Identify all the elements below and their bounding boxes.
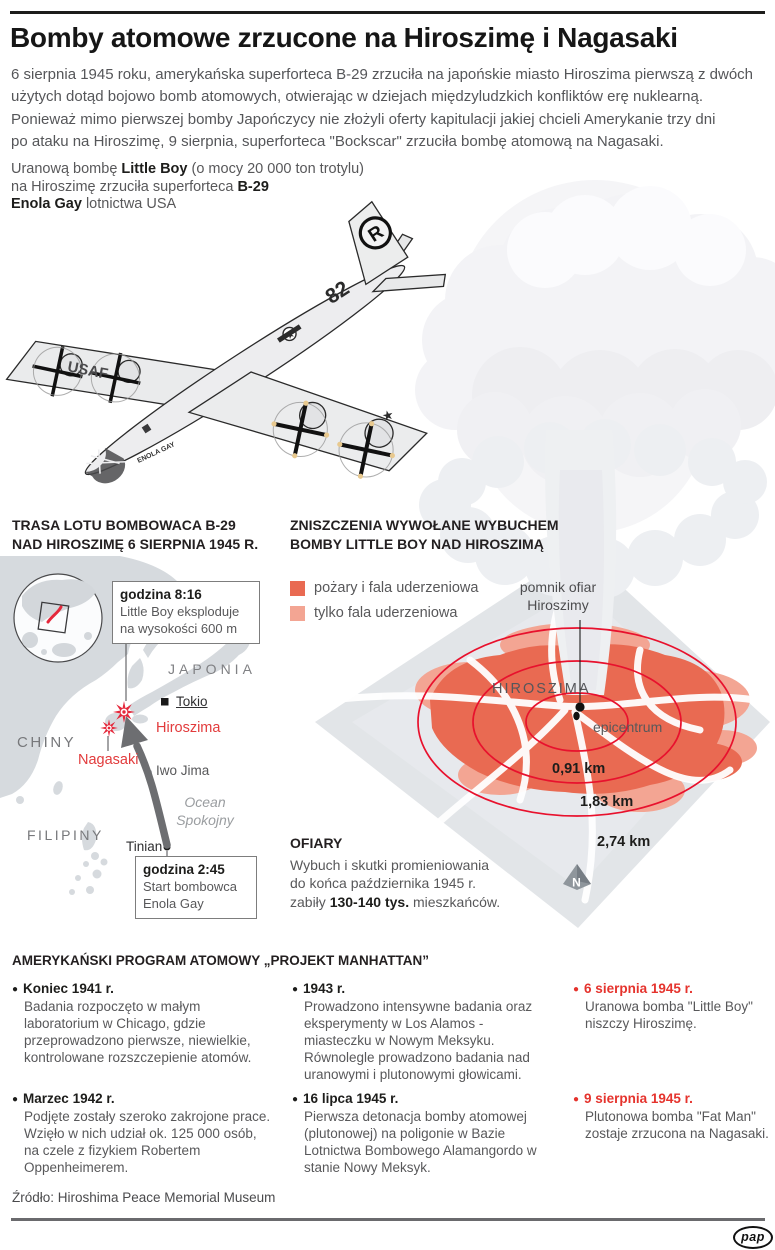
timeline-entry-1943: ●1943 r. Prowadzono intensywne badania o… bbox=[292, 981, 533, 1082]
label-japan: JAPONIA bbox=[168, 661, 256, 677]
nagasaki-burst-icon bbox=[100, 719, 118, 737]
legend-swatch-light bbox=[290, 605, 305, 621]
blast-radius-rings bbox=[417, 627, 737, 817]
bullet-icon: ● bbox=[292, 984, 299, 995]
bullet-icon: ● bbox=[12, 984, 19, 995]
timeline-entry-1942: ●Marzec 1942 r. Podjęte zostały szeroko … bbox=[12, 1091, 271, 1175]
label-epicenter: epicentrum bbox=[593, 719, 663, 735]
ring-label-3: 2,74 km bbox=[597, 834, 651, 850]
timeline-entry-hiroshima: ●6 sierpnia 1945 r. Uranowa bomba "Littl… bbox=[573, 981, 753, 1031]
mushroom-cloud-illustration bbox=[415, 180, 775, 695]
ring-label-2: 1,83 km bbox=[580, 794, 634, 810]
legend-item-fires: pożary i fala uderzeniowa bbox=[290, 580, 478, 596]
bomb-caption: Uranową bombę Little Boy (o mocy 20 000 … bbox=[11, 161, 364, 213]
tokyo-marker bbox=[161, 698, 169, 706]
callout-explosion: godzina 8:16 Little Boy eksploduje na wy… bbox=[112, 581, 260, 644]
timeline-entry-1941: ●Koniec 1941 r. Badania rozpoczęto w mał… bbox=[12, 981, 252, 1065]
blast-map-heading: ZNISZCZENIA WYWOŁANE WYBUCHEM BOMBY LITT… bbox=[290, 517, 559, 552]
label-china: CHINY bbox=[17, 734, 77, 751]
victims-heading: OFIARY bbox=[290, 835, 343, 851]
top-rule bbox=[10, 11, 765, 14]
timeline-heading: AMERYKAŃSKI PROGRAM ATOMOWY „PROJEKT MAN… bbox=[12, 953, 429, 968]
timeline-entry-nagasaki: ●9 sierpnia 1945 r. Plutonowa bomba "Fat… bbox=[573, 1091, 769, 1141]
bullet-icon: ● bbox=[573, 984, 580, 995]
timeline-entry-trinity: ●16 lipca 1945 r. Pierwsza detonacja bom… bbox=[292, 1091, 537, 1175]
globe-inset-icon bbox=[13, 573, 103, 663]
star-insignia-icon bbox=[276, 324, 302, 343]
intro-line: po ataku na Hiroszimę, 9 sierpnia, super… bbox=[11, 133, 664, 151]
bullet-icon: ● bbox=[292, 1094, 299, 1105]
label-nagasaki: Nagasaki bbox=[78, 752, 139, 768]
bottom-rule bbox=[11, 1218, 765, 1221]
blast-map-overlay: N bbox=[417, 620, 737, 890]
epicenter-pin-icon bbox=[573, 702, 585, 721]
intro-paragraph: 6 sierpnia 1945 roku, amerykańska superf… bbox=[11, 64, 753, 154]
label-tokyo: Tokio bbox=[176, 694, 208, 709]
compass-n-icon: N bbox=[563, 864, 591, 890]
svg-text:★: ★ bbox=[380, 407, 395, 424]
legend-swatch-dark bbox=[290, 580, 305, 596]
b29-plane-illustration: R 82 ★ USAF ENOLA GAY ★ bbox=[5, 200, 447, 484]
ring-label-1: 0,91 km bbox=[552, 761, 606, 777]
route-map-heading: TRASA LOTU BOMBOWACA B-29 NAD HIROSZIMĘ … bbox=[12, 517, 259, 552]
legend-item-shockwave: tylko fala uderzeniowa bbox=[290, 605, 457, 621]
victims-text: Wybuch i skutki promieniowania do końca … bbox=[290, 857, 501, 910]
source-credit: Źródło: Hiroshima Peace Memorial Museum bbox=[12, 1190, 276, 1205]
label-hiroshima-city: HIROSZIMA bbox=[492, 681, 591, 697]
bullet-icon: ● bbox=[12, 1094, 19, 1105]
blast-map-base bbox=[315, 548, 770, 928]
bullet-icon: ● bbox=[573, 1094, 580, 1105]
page-title: Bomby atomowe zrzucone na Hiroszimę i Na… bbox=[10, 22, 678, 53]
intro-line: 6 sierpnia 1945 roku, amerykańska superf… bbox=[11, 66, 754, 83]
pap-logo: pap bbox=[733, 1226, 773, 1249]
label-philippines: FILIPINY bbox=[27, 827, 104, 843]
svg-text:N: N bbox=[572, 876, 581, 890]
intro-line: Ponieważ mimo pierwszej bomby Japończycy… bbox=[11, 110, 716, 128]
label-iwo-jima: Iwo Jima bbox=[156, 763, 210, 778]
label-hiroshima: Hiroszima bbox=[156, 720, 221, 736]
callout-start: godzina 2:45 Start bombowca Enola Gay bbox=[135, 856, 257, 919]
flight-route-arrow bbox=[133, 742, 171, 849]
hiroshima-burst-icon bbox=[113, 701, 135, 723]
intro-line: użytych dotąd bojowo bomb atomowych, otw… bbox=[11, 88, 704, 106]
label-tinian: Tinian bbox=[126, 839, 163, 854]
